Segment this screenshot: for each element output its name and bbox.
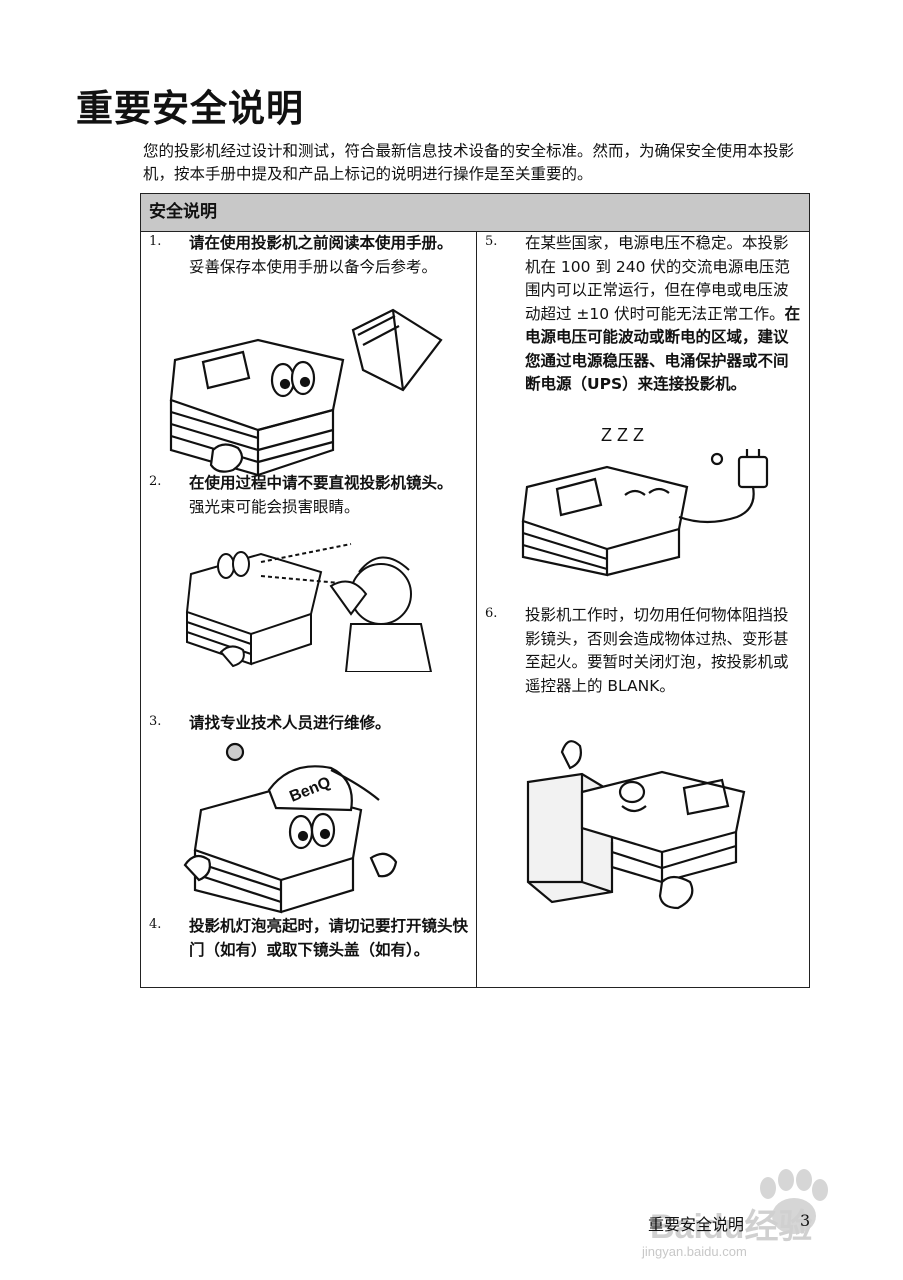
item-text: 在使用过程中请不要直视投影机镜头。强光束可能会损害眼睛。 <box>189 472 459 519</box>
blocked-lens-illustration <box>526 740 746 910</box>
page-number: 3 <box>800 1211 811 1230</box>
item-bold-text: 请在使用投影机之前阅读本使用手册。 <box>189 234 453 252</box>
projector-with-cap-illustration: BenQ <box>183 742 398 914</box>
footer-section-title: 重要安全说明 <box>648 1215 745 1234</box>
item-text: 请找专业技术人员进行维修。 <box>189 712 467 736</box>
item-number: 3. <box>149 714 162 729</box>
intro-paragraph: 您的投影机经过设计和测试，符合最新信息技术设备的安全标准。然而，为确保安全使用本… <box>143 142 795 183</box>
item-plain-text: 妥善保存本使用手册以备今后参考。 <box>189 257 438 276</box>
item-number: 2. <box>149 474 162 489</box>
right-column: 5. 在某些国家，电源电压不稳定。本投影机在 100 到 240 伏的交流电源电… <box>477 232 809 987</box>
item-number: 5. <box>485 234 498 249</box>
box-heading: 安全说明 <box>141 194 809 232</box>
item-bold-text: 在使用过程中请不要直视投影机镜头。 <box>189 474 453 492</box>
item-plain-text: 在某些国家，电源电压不稳定。本投影机在 100 到 240 伏的交流电源电压范围… <box>525 234 790 323</box>
item-number: 1. <box>149 234 162 249</box>
watermark-text: Baidu经验 <box>650 1207 812 1246</box>
item-text: 请在使用投影机之前阅读本使用手册。妥善保存本使用手册以备今后参考。 <box>189 232 467 279</box>
safety-instructions-box: 安全说明 1. 请在使用投影机之前阅读本使用手册。妥善保存本使用手册以备今后参考… <box>140 193 810 988</box>
page-title: 重要安全说明 <box>76 87 304 130</box>
person-shielding-eyes-illustration <box>185 543 433 672</box>
item-text: 在某些国家，电源电压不稳定。本投影机在 100 到 240 伏的交流电源电压范围… <box>525 232 803 397</box>
sleeping-projector-power-adapter-illustration: Z Z Z <box>521 425 769 577</box>
item-bold-text: 在电源电压可能波动或断电的区域，建议您通过电源稳压器、电涌保护器或不间断电源（U… <box>525 304 801 394</box>
item-number: 6. <box>485 606 498 621</box>
baidu-jingyan-watermark: Baidu经验 jingyan.baidu.com <box>641 1169 828 1259</box>
item-text: 投影机工作时，切勿用任何物体阻挡投影镜头，否则会造成物体过热、变形甚至起火。要暂… <box>525 604 803 698</box>
item-number: 4. <box>149 917 162 932</box>
left-column: 1. 请在使用投影机之前阅读本使用手册。妥善保存本使用手册以备今后参考。 <box>141 232 477 987</box>
item-plain-text: 强光束可能会损害眼睛。 <box>189 497 360 516</box>
watermark-url: jingyan.baidu.com <box>641 1244 747 1259</box>
item-text: 投影机灯泡亮起时，请切记要打开镜头快门（如有）或取下镜头盖（如有）。 <box>189 915 469 962</box>
projector-reading-manual-illustration <box>169 308 443 477</box>
item-bold-text: 投影机灯泡亮起时，请切记要打开镜头快门（如有）或取下镜头盖（如有）。 <box>189 917 469 959</box>
snore-text: Z Z Z <box>601 425 644 445</box>
item-bold-text: 请找专业技术人员进行维修。 <box>189 714 391 732</box>
item-plain-text: 投影机工作时，切勿用任何物体阻挡投影镜头，否则会造成物体过热、变形甚至起火。要暂… <box>525 606 789 695</box>
